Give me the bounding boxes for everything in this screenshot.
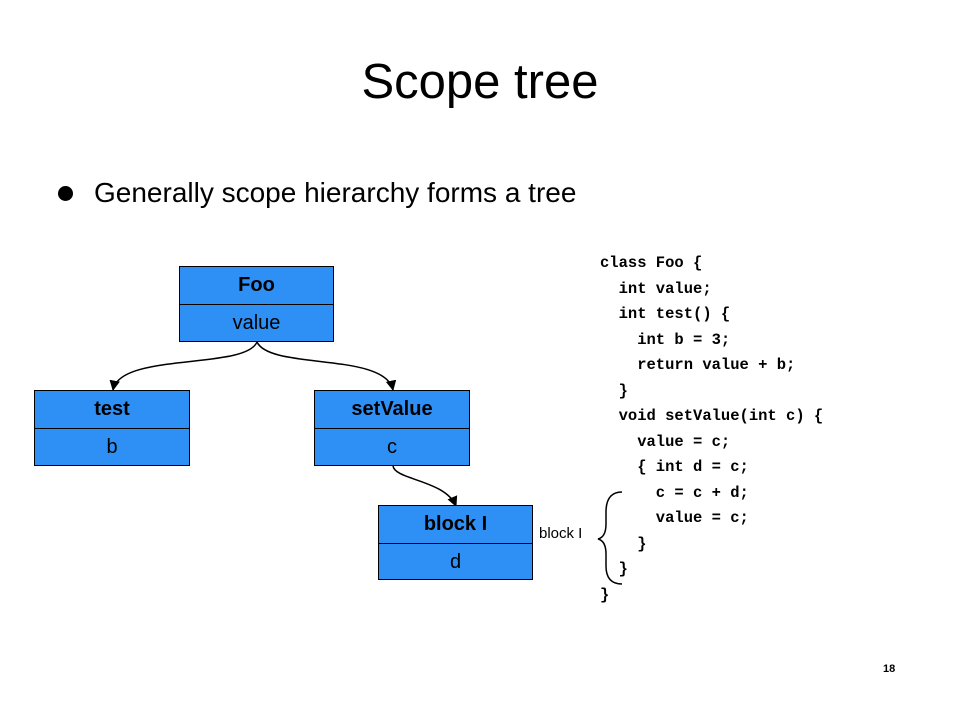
block-label: block I [539, 525, 583, 542]
code-line: } [600, 585, 610, 604]
code-line: c = c + d; [600, 483, 749, 502]
edge-foo-setvalue [256, 341, 397, 392]
scope-node-vars: d [449, 551, 462, 573]
code-listing: class Foo { int value; int test() { int … [600, 251, 823, 608]
code-line: } [600, 381, 628, 400]
code-line: return value + b; [600, 356, 796, 374]
scope-node-foo: Foo value [179, 266, 334, 342]
code-line: int value; [600, 279, 712, 298]
code-line: } [600, 534, 647, 553]
code-line: class Foo { [600, 254, 703, 272]
bullet-text: Generally scope hierarchy forms a tree [94, 177, 577, 208]
scope-node-vars: value [232, 312, 281, 334]
scope-node-vars: b [106, 436, 118, 458]
scope-node-block: block I d [378, 505, 533, 580]
scope-node-test: test b [34, 390, 190, 466]
edge-setvalue-block [392, 465, 458, 507]
code-line: int test() { [600, 305, 731, 323]
code-line: value = c; [600, 509, 749, 527]
page-number: 18 [883, 663, 896, 675]
edge-foo-test [109, 341, 258, 392]
code-line: int b = 3; [600, 330, 731, 349]
scope-node-name: Foo [180, 267, 333, 305]
scope-node-name: block I [379, 506, 532, 544]
code-line: } [600, 560, 628, 578]
scope-node-name: test [35, 391, 189, 429]
slide-title: Scope tree [361, 55, 599, 109]
code-line: void setValue(int c) { [600, 407, 824, 425]
scope-node-vars: c [387, 436, 397, 458]
bullet-dot-icon [58, 185, 73, 201]
bullet-item: Generally scope hierarchy forms a tree [58, 177, 576, 209]
code-line: { int d = c; [600, 458, 749, 476]
scope-node-setvalue: setValue c [314, 390, 470, 466]
scope-node-name: setValue [315, 391, 469, 429]
code-line: value = c; [600, 432, 731, 451]
